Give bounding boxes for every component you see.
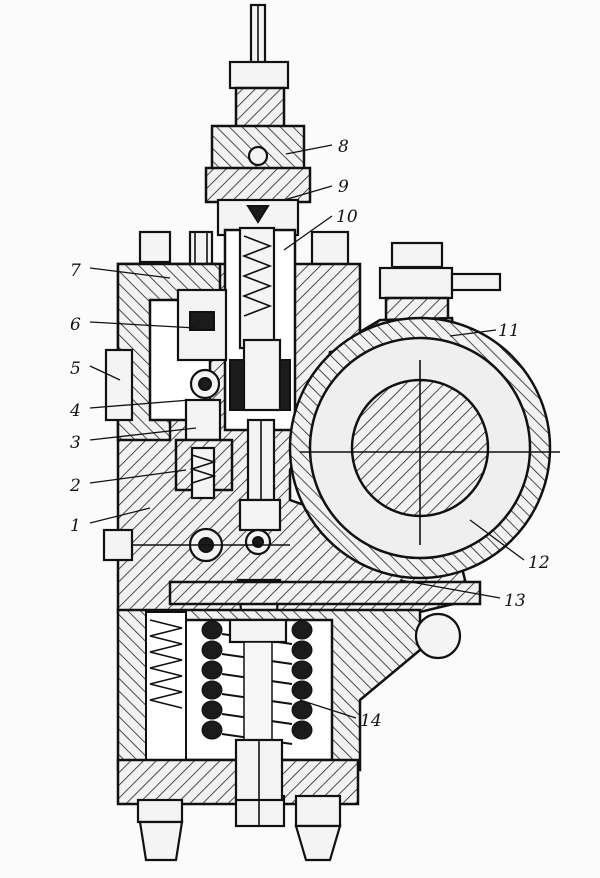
base-plate bbox=[116, 738, 360, 862]
spring-coil-section bbox=[201, 620, 223, 640]
label-5: 5 bbox=[70, 359, 81, 379]
spring-coil-section bbox=[291, 680, 313, 700]
delivery-fitting bbox=[204, 3, 312, 237]
camshaft-housing bbox=[288, 316, 560, 580]
spring-housing bbox=[116, 608, 462, 772]
label-6: 6 bbox=[70, 315, 81, 335]
label-4: 4 bbox=[69, 401, 81, 421]
label-13: 13 bbox=[504, 591, 526, 611]
label-9: 9 bbox=[338, 177, 349, 197]
spring-coil-section bbox=[201, 720, 223, 740]
spring-coil-section bbox=[291, 620, 313, 640]
reference-labels: 7 6 5 4 3 2 1 8 9 10 11 12 13 14 bbox=[69, 137, 550, 731]
label-10: 10 bbox=[336, 207, 358, 227]
spring-coil-section bbox=[291, 700, 313, 720]
spring-coil-section bbox=[291, 720, 313, 740]
leader-lines bbox=[89, 144, 525, 719]
control-lever bbox=[104, 288, 234, 500]
label-7: 7 bbox=[70, 261, 81, 281]
spring-coil-section bbox=[201, 680, 223, 700]
label-2: 2 bbox=[69, 476, 81, 496]
spring-coil-section bbox=[201, 660, 223, 680]
spring-coil-section bbox=[291, 660, 313, 680]
label-11: 11 bbox=[498, 321, 520, 341]
plunger-assembly bbox=[229, 226, 291, 532]
spring-coil-section bbox=[201, 640, 223, 660]
spring-coil-section bbox=[201, 700, 223, 720]
label-3: 3 bbox=[70, 433, 81, 453]
label-8: 8 bbox=[338, 137, 349, 157]
label-12: 12 bbox=[528, 553, 550, 573]
label-1: 1 bbox=[70, 516, 81, 536]
main-spring bbox=[201, 618, 313, 748]
label-14: 14 bbox=[360, 711, 382, 731]
spring-coil-section bbox=[291, 640, 313, 660]
cover-studs bbox=[138, 230, 350, 284]
